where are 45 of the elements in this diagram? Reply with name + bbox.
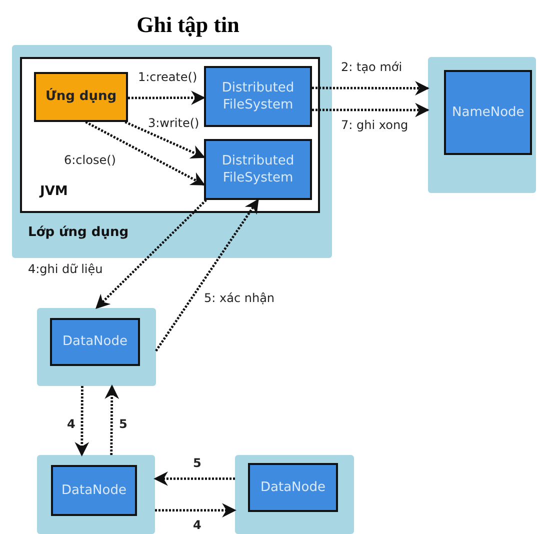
dotted-arrow [74,386,90,456]
node-label: DataNode [62,333,128,351]
component-box [248,463,338,512]
component-box [50,318,140,366]
edge-label: 3:write() [147,116,200,130]
node-label: Distributed FileSystem [220,152,296,188]
datanode-panel [37,308,156,386]
node-label: DataNode [260,478,326,496]
jvm-frame [20,57,320,213]
jvm-label: JVM [40,184,68,199]
datanode-panel [235,455,354,534]
node-label: Ứng dụng [44,88,118,106]
edge-label: 1:create() [137,70,198,84]
dotted-arrow [128,90,206,105]
edge-label: 7: ghi xong [340,118,410,132]
dotted-arrow [95,199,207,309]
component-box [204,139,312,200]
node-label: DataNode [60,482,128,500]
edge-label: 4:ghi dữ liệu [27,262,104,276]
dotted-arrow [154,472,235,486]
app-box [34,72,128,122]
edge-label: 5 [118,417,128,431]
component-box [444,70,532,155]
namenode-panel [428,57,536,193]
dotted-arrow [155,198,259,352]
edge-label: 6:close() [63,153,117,167]
dotted-arrow [124,120,206,159]
dotted-arrow [155,503,236,518]
edge-label: 4 [192,518,202,532]
edge-label: 5: xác nhận [203,291,276,305]
component-box [204,66,312,127]
layer-label: Lớp ứng dụng [28,225,129,240]
edge-label: 5 [192,456,202,470]
layer-panel [12,45,332,258]
dotted-arrow [85,120,206,186]
dotted-arrow [312,102,430,118]
dotted-arrow [312,81,430,96]
node-label: Distributed FileSystem [220,78,296,114]
diagram-title: Ghi tập tin [136,12,240,38]
edge-label: 2: tạo mới [340,60,404,74]
edge-label: 4 [66,417,76,431]
node-label: NameNode [451,104,526,122]
dotted-arrow [104,384,120,456]
component-box [51,465,137,516]
datanode-panel [37,455,155,534]
